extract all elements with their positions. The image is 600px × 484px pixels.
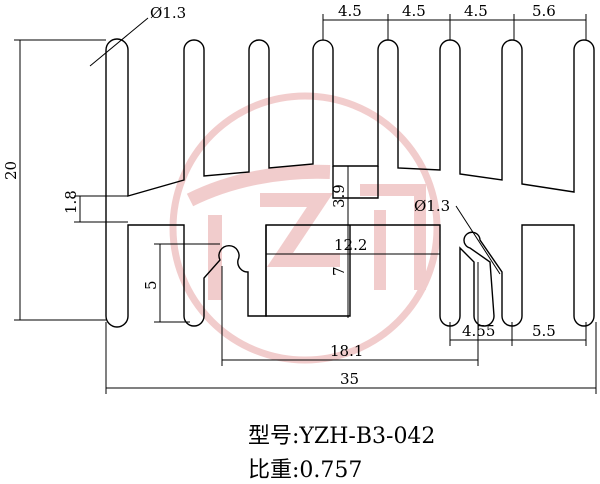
- dim-slot-depth: 3.9: [330, 184, 348, 208]
- dim-lower-pitch-1: 4.55: [462, 322, 495, 340]
- dim-top-hole: Ø1.3: [150, 4, 186, 22]
- dim-clip-height: 5: [142, 280, 160, 290]
- dim-base-thickness: 1.8: [62, 190, 80, 214]
- dim-pitch-2: 4.5: [402, 2, 426, 20]
- dim-inner-height: 7: [330, 266, 348, 276]
- model-caption: 型号:YZH-B3-042: [248, 424, 436, 449]
- weight-ratio-caption: 比重:0.757: [248, 458, 363, 483]
- dim-pitch-1: 4.5: [338, 2, 362, 20]
- dim-width-total: 35: [340, 370, 359, 388]
- slot-outline: [332, 166, 379, 199]
- dim-pitch-3: 4.5: [464, 2, 488, 20]
- dim-height-total: 20: [2, 161, 20, 180]
- dim-clip-span: 18.1: [330, 342, 363, 360]
- dim-lower-hole: Ø1.3: [414, 197, 450, 215]
- dim-lower-pitch-2: 5.5: [532, 322, 556, 340]
- inner-pocket: [265, 225, 351, 317]
- dim-inner-width: 12.2: [334, 236, 367, 254]
- heatsink-profile: [105, 38, 595, 328]
- dim-pitch-end: 5.6: [532, 2, 556, 20]
- dimension-lines: [14, 14, 597, 394]
